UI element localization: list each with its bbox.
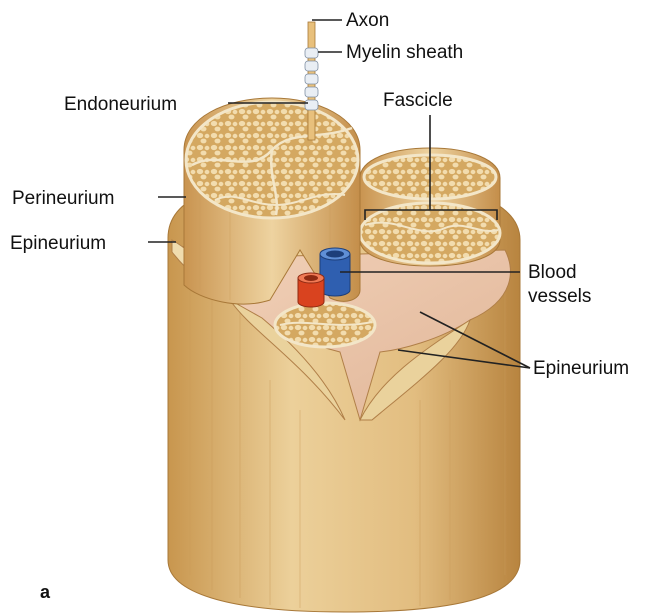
artery [298, 273, 324, 307]
fascicle-label: Fascicle [383, 90, 453, 111]
myelin-sheath-label: Myelin sheath [346, 42, 463, 63]
panel-letter: a [40, 582, 51, 602]
epineurium-right-label: Epineurium [533, 358, 629, 379]
myelin-sheath-segments [305, 48, 318, 110]
axon-label: Axon [346, 10, 389, 31]
endoneurium-label: Endoneurium [64, 94, 177, 115]
blood-vessels-label-line2: vessels [528, 286, 591, 307]
perineurium-label: Perineurium [12, 188, 114, 209]
blood-vessels-label-line1: Blood [528, 262, 577, 283]
epineurium-left-label: Epineurium [10, 233, 106, 254]
inner-fascicle [275, 303, 375, 347]
